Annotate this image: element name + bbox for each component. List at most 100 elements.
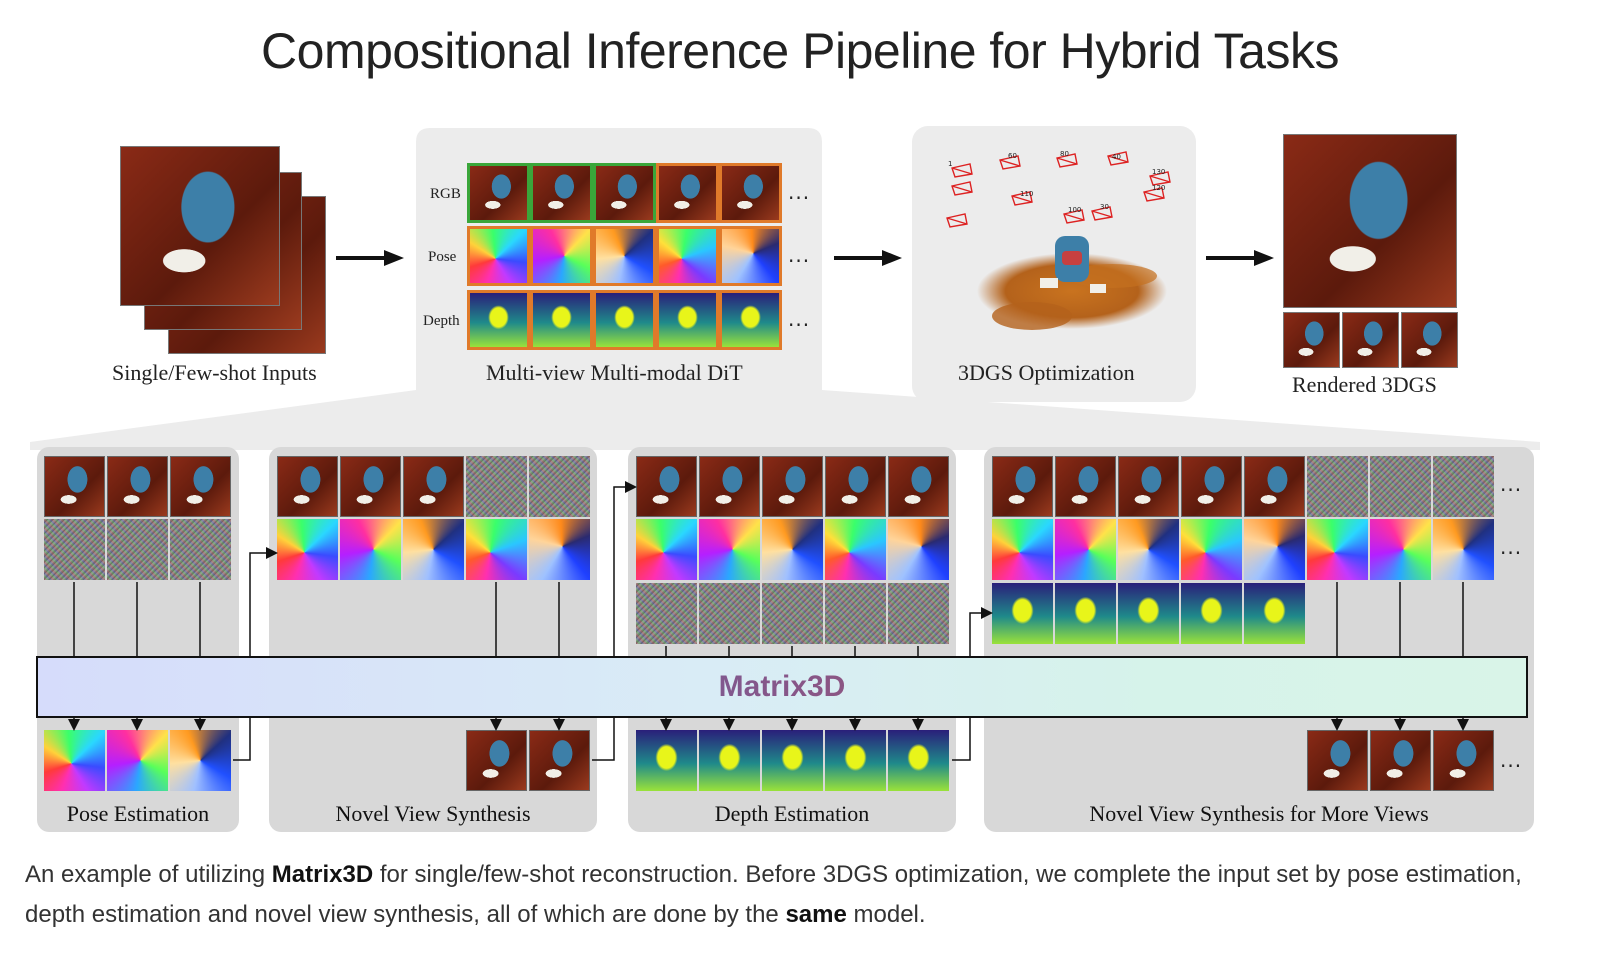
camera-tag: 60 bbox=[1008, 152, 1017, 160]
camera-tag: 30 bbox=[1100, 203, 1109, 211]
dit-label: Multi-view Multi-modal DiT bbox=[486, 360, 743, 385]
caption-bold-model: Matrix3D bbox=[271, 861, 374, 888]
depth-task-rgb-tile bbox=[762, 456, 823, 517]
task-label-nvs: Novel View Synthesis bbox=[335, 801, 531, 826]
ellipsis-more-out: ... bbox=[1500, 748, 1523, 772]
camera-tag: 40 bbox=[1112, 153, 1121, 161]
caption-text-3: model. bbox=[846, 901, 926, 928]
dit-rgb-tile bbox=[467, 163, 530, 223]
rendered-label: Rendered 3DGS bbox=[1292, 372, 1437, 397]
pose-task-noise-tile bbox=[44, 519, 105, 580]
nvs-task-rgb-tile bbox=[529, 456, 590, 517]
more-task-output-tile bbox=[1433, 730, 1494, 791]
depth-task-noise-tile bbox=[699, 583, 760, 644]
more-task-rgb-tile bbox=[1181, 456, 1242, 517]
caption: An example of utilizing Matrix3D for sin… bbox=[25, 855, 1565, 935]
camera-tag: 80 bbox=[1060, 150, 1069, 158]
nvs-task-rgb-tile bbox=[340, 456, 401, 517]
ellipsis-more-pose: ... bbox=[1500, 535, 1523, 559]
more-task-rgb-tile bbox=[1055, 456, 1116, 517]
pose-task-rgb-tile bbox=[107, 456, 168, 517]
task-label-depth: Depth Estimation bbox=[714, 801, 870, 826]
nvs-task-output-tile bbox=[529, 730, 590, 791]
depth-task-output-tile bbox=[825, 730, 886, 791]
nvs-task-pose-tile bbox=[340, 519, 401, 580]
depth-task-pose-tile bbox=[762, 519, 823, 580]
more-task-depth-tile bbox=[1118, 583, 1179, 644]
matrix3d-label: Matrix3D bbox=[38, 670, 1526, 704]
more-task-rgb-tile bbox=[992, 456, 1053, 517]
pose-task-noise-tile bbox=[107, 519, 168, 580]
rendered-thumb-1 bbox=[1283, 312, 1340, 368]
depth-task-pose-tile bbox=[825, 519, 886, 580]
pose-task-noise-tile bbox=[170, 519, 231, 580]
inputs-label: Single/Few-shot Inputs bbox=[112, 360, 317, 385]
depth-task-noise-tile bbox=[888, 583, 949, 644]
ellipsis-rgb: ... bbox=[788, 180, 811, 204]
more-task-depth-tile bbox=[1181, 583, 1242, 644]
depth-task-noise-tile bbox=[636, 583, 697, 644]
pose-task-output-tile bbox=[107, 730, 168, 791]
arrow-right-icon bbox=[834, 250, 902, 266]
row-label-rgb: RGB bbox=[430, 186, 461, 202]
rendered-thumb-3 bbox=[1401, 312, 1458, 368]
dit-pose-tile bbox=[530, 226, 593, 286]
more-task-rgb-tile bbox=[1244, 456, 1305, 517]
dit-rgb-tile bbox=[593, 163, 656, 223]
dit-depth-tile bbox=[656, 290, 719, 350]
arrow-right-icon bbox=[336, 250, 404, 266]
depth-task-rgb-tile bbox=[888, 456, 949, 517]
more-task-pose-tile bbox=[1181, 519, 1242, 580]
more-task-depth-tile bbox=[1055, 583, 1116, 644]
more-task-depth-tile bbox=[1244, 583, 1305, 644]
camera-tag: 100 bbox=[1068, 206, 1081, 214]
pose-task-output-tile bbox=[44, 730, 105, 791]
depth-task-noise-tile bbox=[762, 583, 823, 644]
more-task-rgb-tile bbox=[1370, 456, 1431, 517]
more-task-rgb-tile bbox=[1433, 456, 1494, 517]
dit-pose-tile bbox=[719, 226, 782, 286]
dit-rgb-tile bbox=[530, 163, 593, 223]
more-task-output-tile bbox=[1307, 730, 1368, 791]
caption-text-1: An example of utilizing bbox=[25, 861, 272, 888]
matrix3d-band: Matrix3D bbox=[36, 656, 1528, 718]
nvs-task-rgb-tile bbox=[403, 456, 464, 517]
task-label-pose: Pose Estimation bbox=[66, 801, 210, 826]
pose-task-rgb-tile bbox=[170, 456, 231, 517]
more-task-output-tile bbox=[1370, 730, 1431, 791]
more-task-pose-tile bbox=[1055, 519, 1116, 580]
ellipsis-pose: ... bbox=[788, 243, 811, 267]
rendered-main-photo bbox=[1283, 134, 1457, 308]
depth-task-output-tile bbox=[762, 730, 823, 791]
dit-depth-tile bbox=[467, 290, 530, 350]
row-label-depth: Depth bbox=[423, 313, 460, 329]
dit-rgb-tile bbox=[719, 163, 782, 223]
diagram-title: Compositional Inference Pipeline for Hyb… bbox=[261, 23, 1339, 79]
nvs-task-pose-tile bbox=[529, 519, 590, 580]
more-task-pose-tile bbox=[1307, 519, 1368, 580]
nvs-task-rgb-tile bbox=[277, 456, 338, 517]
depth-task-rgb-tile bbox=[636, 456, 697, 517]
task-label-nvs-more: Novel View Synthesis for More Views bbox=[1089, 801, 1429, 826]
input-photo-1 bbox=[120, 146, 280, 306]
dit-depth-tile bbox=[530, 290, 593, 350]
ellipsis-depth: ... bbox=[788, 307, 811, 331]
more-task-rgb-tile bbox=[1307, 456, 1368, 517]
dit-depth-tile bbox=[593, 290, 656, 350]
camera-tag: 110 bbox=[1020, 190, 1033, 198]
rendered-thumb-2 bbox=[1342, 312, 1399, 368]
dit-depth-tile bbox=[719, 290, 782, 350]
camera-tag: 1 bbox=[948, 160, 952, 168]
arrow-right-icon bbox=[1206, 250, 1274, 266]
more-task-rgb-tile bbox=[1118, 456, 1179, 517]
caption-text-2: for single/few-shot reconstruction. Befo… bbox=[25, 861, 1522, 928]
depth-task-rgb-tile bbox=[825, 456, 886, 517]
depth-task-pose-tile bbox=[888, 519, 949, 580]
more-task-pose-tile bbox=[1118, 519, 1179, 580]
caption-bold-same: same bbox=[785, 901, 847, 928]
nvs-task-pose-tile bbox=[277, 519, 338, 580]
depth-task-rgb-tile bbox=[699, 456, 760, 517]
nvs-task-rgb-tile bbox=[466, 456, 527, 517]
